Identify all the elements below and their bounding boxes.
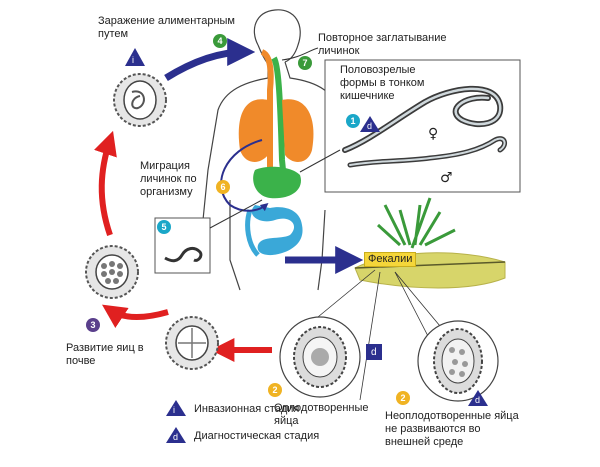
step-badge-7: 7: [298, 56, 312, 70]
legend-diagnostic-triangle: [166, 427, 186, 443]
pointer-line-adults: [299, 149, 341, 173]
ground-line: [354, 261, 506, 269]
zoom-line-right-1: [394, 271, 431, 341]
esophagus: [260, 49, 274, 170]
legend-infective-label: Инвазионная стадия: [194, 403, 300, 415]
reswallow-arrow: [281, 47, 319, 61]
infective-letter: i: [132, 55, 134, 65]
male-worm-inner: [349, 137, 506, 166]
egg-infective: [113, 73, 167, 127]
step-badge-3: 3: [86, 318, 100, 332]
label-reswallow: Повторное заглатывание личинок: [318, 32, 447, 57]
colon: [245, 209, 260, 257]
step-badge-1: 1: [346, 114, 360, 128]
larva: [164, 246, 203, 263]
infective-triangle: [125, 48, 145, 66]
digestive-and-respiratory-organs: [238, 49, 314, 257]
stomach: [253, 166, 301, 199]
step-badge-4: 4: [213, 34, 227, 48]
female-worm-inner: [343, 87, 502, 152]
magnified-fertilized-egg: [279, 316, 361, 398]
label-fertilized: Оплодотворенные яйца: [274, 402, 369, 427]
legend-infective-triangle: [166, 400, 186, 416]
diagnostic-letter-unfertilized: d: [475, 395, 481, 405]
diagnostic-square-fertilized: [366, 344, 382, 360]
label-unfertilized: Неоплодотворенные яйца не развиваются во…: [385, 410, 519, 448]
legend-diagnostic-letter: d: [173, 432, 179, 442]
migration-arrow: [220, 139, 269, 212]
diagnostic-triangle-adults: [360, 116, 380, 132]
legend-infective-letter: i: [173, 405, 175, 415]
lungs-left: [238, 99, 268, 162]
zoom-line-left-2: [359, 271, 381, 401]
legend-diagnostic-label: Диагностическая стадия: [194, 430, 320, 442]
step-badge-2-fertilized: 2: [268, 383, 282, 397]
step-badge-6: 6: [216, 180, 230, 194]
step-badge-2-unfertilized: 2: [396, 391, 410, 405]
arrow-ingestion: [164, 38, 256, 81]
diagnostic-triangle-unfertilized: [468, 390, 488, 406]
egg-developing: [85, 245, 139, 299]
grass-plant: [376, 197, 456, 249]
label-infection: Заражение алиментарным путем: [98, 15, 235, 40]
intestines: [251, 205, 303, 256]
magnified-unfertilized-egg: [417, 320, 499, 402]
female-symbol: ♀: [428, 126, 439, 142]
diagnostic-letter-adults: d: [367, 121, 373, 131]
pointer-line-larva: [209, 199, 263, 229]
diagnostic-letter-fertilized: d: [371, 347, 377, 358]
label-adults: Половозрелые формы в тонком кишечнике: [340, 64, 425, 102]
arrow-development-up: [102, 304, 169, 328]
trachea-green: [271, 56, 288, 191]
male-symbol: ♂: [440, 170, 453, 186]
label-migration: Миграция личинок по организму: [140, 160, 197, 198]
arrow-to-infective: [94, 130, 117, 236]
egg-early: [165, 316, 219, 370]
step-badge-5: 5: [157, 220, 171, 234]
label-development: Развитие яиц в почве: [66, 342, 144, 367]
lungs-right: [282, 99, 314, 162]
label-feces: Фекалии: [364, 252, 417, 267]
